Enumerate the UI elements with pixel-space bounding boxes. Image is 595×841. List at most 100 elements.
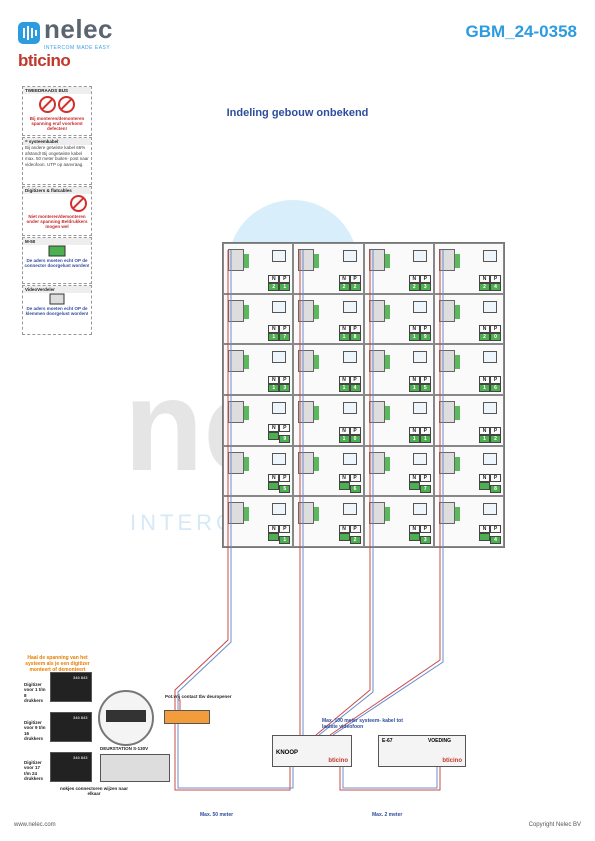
knoop-label: KNOOP xyxy=(276,750,299,756)
terminal-icon xyxy=(314,507,320,522)
digitizer-2: 346 843 xyxy=(50,712,92,742)
videophone-icon xyxy=(272,250,287,262)
videophone-icon xyxy=(342,351,357,364)
brand-name: nelec xyxy=(44,14,113,44)
warning-text: De aders moeten echt OP de connector doo… xyxy=(24,258,90,269)
terminal-icon xyxy=(244,355,249,370)
terminal-icon xyxy=(454,507,460,522)
system-cable-note: Max. 100 meter systeem- kabel tot laatst… xyxy=(322,718,403,730)
document-number: GBM_24-0358 xyxy=(465,22,577,41)
terminal-icon xyxy=(314,355,320,370)
videophone-icon xyxy=(412,452,427,465)
knoop-unit: KNOOP bticino xyxy=(272,735,352,767)
terminal-icon xyxy=(384,254,390,268)
distributor-icon xyxy=(298,299,315,322)
brand-tagline: INTERCOM MADE EASY xyxy=(44,45,111,51)
terminal-icon xyxy=(244,507,249,522)
warning-title: M-50 xyxy=(23,238,91,245)
door-station-label: DEURSTATION S-130V xyxy=(100,746,149,751)
warning-text: Bij andere getwiste kabel 66% afstand! B… xyxy=(25,145,89,167)
digitizer-model: 346 843 xyxy=(73,675,88,680)
warning-text: Bij monteren/demonteren spanning eraf vo… xyxy=(29,116,85,132)
power-label: VOEDING xyxy=(427,738,451,744)
terminal-icon xyxy=(454,254,460,268)
cable-max-50: Max. 50 meter xyxy=(200,812,234,818)
connector-icon xyxy=(48,245,66,257)
videophone-icon xyxy=(342,250,357,262)
power-supply: E-67 VOEDING bticino xyxy=(378,735,466,767)
terminal-icon xyxy=(314,254,320,268)
digitizer-note: Haal de spanning van het systeem als je … xyxy=(25,655,90,673)
power-model: E-67 xyxy=(382,738,393,744)
knoop-brand: bticino xyxy=(328,758,348,764)
distributor-icon xyxy=(298,350,315,373)
videophone-icon xyxy=(483,402,497,414)
no-power-icon xyxy=(39,96,57,113)
distributor-icon xyxy=(298,451,315,474)
contact-terminal xyxy=(164,710,210,724)
videophone-icon xyxy=(272,351,287,364)
distributor-icon xyxy=(49,293,65,305)
distributor-icon xyxy=(298,401,315,423)
cable-max-2: Max. 2 meter xyxy=(372,812,403,818)
videophone-icon xyxy=(342,402,357,414)
watermark-tagline: INTERC xyxy=(130,510,236,535)
nelec-logo-icon xyxy=(18,21,40,44)
terminal-icon xyxy=(454,355,460,370)
terminal-icon xyxy=(384,304,390,319)
warning-digitizers: Digitizers & flatcables Niet monteren/de… xyxy=(22,186,92,236)
warning-videoverdeler: VideoVerdeler De aders moeten echt OP de… xyxy=(22,285,92,335)
terminal-icon xyxy=(454,456,460,471)
warning-bus: TWEEDRAADS BUS Bij monteren/demonteren s… xyxy=(22,86,92,136)
contact-label: Pot.vrij contact tbv deuropener xyxy=(165,694,232,699)
distributor-icon xyxy=(298,502,315,525)
page-subtitle: Indeling gebouw onbekend xyxy=(226,107,369,119)
digitizer-label-1: Digitizer voor 1 t/m 8 drukkers xyxy=(24,682,46,704)
no-tool-icon xyxy=(57,96,75,113)
warning-title: VideoVerdeler xyxy=(23,286,91,293)
warning-m50: M-50 De aders moeten echt OP de connecto… xyxy=(22,237,92,284)
digitizer-model: 346 843 xyxy=(73,755,88,760)
videophone-icon xyxy=(483,300,497,313)
warning-cable: = systeemkabel Bij andere getwiste kabel… xyxy=(22,137,92,185)
warning-text: De aders moeten echt OP de klemmen doorg… xyxy=(25,306,89,317)
terminal-icon xyxy=(384,406,390,420)
digitizer-model: 346 843 xyxy=(73,715,88,720)
footer-website: www.nelec.com xyxy=(14,822,56,828)
videophone-icon xyxy=(272,452,287,465)
terminal-icon xyxy=(384,456,390,471)
videophone-icon xyxy=(412,503,427,516)
warning-title: Digitizers & flatcables xyxy=(23,187,91,194)
videophone-icon xyxy=(272,503,287,516)
